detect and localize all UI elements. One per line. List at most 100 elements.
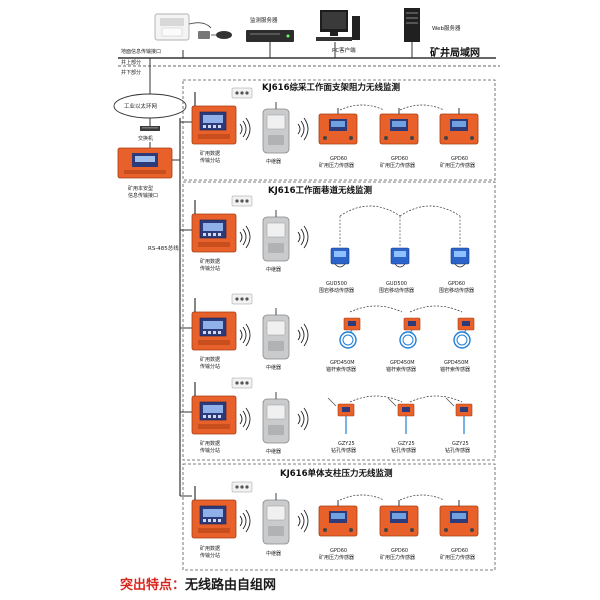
s1-station [191,91,237,145]
s1-s1-model: GPD60 [330,156,347,162]
s3-wave-1 [239,509,251,533]
s3-s3-label: 矿用压力传感器 [440,554,475,561]
s2c-sensor-2 [387,397,415,435]
s1-relay [262,101,290,154]
s3-minibox [231,481,253,493]
s3-s2-label: 矿用压力传感器 [380,554,415,561]
s2c-relay-label: 中继器 [266,448,281,455]
s1-s2-label: 矿用压力传感器 [380,162,415,169]
mine-lan-label: 矿井局域网 [430,46,480,59]
s2a-relay-label: 中继器 [266,266,281,273]
web-server-label: Web服务器 [432,24,461,32]
s2b-sensor-2 [399,317,421,349]
s2a-sensor-1 [330,247,350,268]
s2c-s1-model: GZY25 [338,441,355,447]
s3-sensor-3 [439,499,479,537]
ground-interface-device [154,13,232,41]
s3-station [191,485,237,539]
s3-station-label-2: 传输分站 [200,552,220,559]
s2c-station [191,381,237,435]
section-1-box [182,79,496,181]
s2b-sensor-1 [339,317,361,349]
s2b-station-label-2: 传输分站 [200,363,220,370]
s2a-arc-2 [399,205,461,217]
s1-station-label-1: 矿用数据 [200,150,220,157]
s2a-relay [262,209,290,262]
s2b-s2-model: GPD450M [390,360,415,366]
s2a-station-label-2: 传输分站 [200,265,220,272]
feature-key: 突出特点： [120,578,186,593]
s3-sensor-2 [379,499,419,537]
pc-client-label: PC客户端 [332,46,356,54]
s1-s1-label: 矿用压力传感器 [319,162,354,169]
above-ground-label: 井上部分 [121,59,141,66]
s2b-wave-1 [239,323,251,347]
s1-wave-2 [297,117,309,141]
s2b-s1-label: 锚杆索传感器 [326,366,356,373]
s1-s2-model: GPD60 [391,156,408,162]
s1-sensor-2 [379,107,419,145]
s1-s3-label: 矿用压力传感器 [440,162,475,169]
s2b-wave-2 [297,323,309,347]
section-2-title: KJ616工作面巷道无线监测 [268,185,372,196]
s2c-station-label-1: 矿用数据 [200,440,220,447]
s2a-sensor-3 [450,247,470,268]
s2c-sensor-3 [445,397,473,435]
mine-interface-label-1: 矿用本安型 [128,185,153,192]
s2a-s3-label: 围岩移动传感器 [439,287,474,294]
s3-relay-label: 中继器 [266,550,281,557]
s2b-minibox [231,293,253,305]
s2b-sensor-3 [453,317,475,349]
s3-station-label-1: 矿用数据 [200,545,220,552]
s2c-wave-1 [239,407,251,431]
s2c-minibox [231,377,253,389]
switch-label: 交换机 [138,135,153,142]
s2a-wave-1 [239,225,251,249]
s2b-s2-label: 锚杆索传感器 [386,366,416,373]
s2b-station-label-1: 矿用数据 [200,356,220,363]
web-server-icon [404,8,420,42]
s2c-relay [262,391,290,444]
s2a-arc-1 [339,205,401,217]
s3-arc-1 [339,494,385,501]
s1-sensor-3 [439,107,479,145]
s2b-relay [262,307,290,360]
s1-s3-model: GPD60 [451,156,468,162]
s3-relay [262,492,290,545]
switch-icon [140,126,160,131]
below-ground-label: 井下部分 [121,69,141,76]
s2c-s2-label: 钻孔传感器 [391,447,416,454]
s3-s2-model: GPD60 [391,548,408,554]
s3-wave-2 [297,509,309,533]
s2a-station-label-1: 矿用数据 [200,258,220,265]
ring-network-label: 工业以太环网 [124,102,158,110]
pc-client-icon [316,10,360,41]
monitor-server-label: 监测服务器 [250,16,278,24]
s2c-station-label-2: 传输分站 [200,447,220,454]
s2b-relay-label: 中继器 [266,364,281,371]
s1-station-label-2: 传输分站 [200,157,220,164]
s2c-arc-1 [349,395,403,403]
s2c-sensor-1 [327,397,355,435]
s2b-station [191,297,237,351]
s3-sensor-1 [318,499,358,537]
s2c-arc-2 [409,395,463,403]
mine-interface-device [117,147,173,179]
section-1-title: KJ616综采工作面支架阻力无线监测 [262,82,400,93]
rs485-label: RS-485总线 [148,244,179,252]
ground-interface-label: 地面信息传输接口 [121,48,161,55]
s1-relay-label: 中继器 [266,158,281,165]
s2b-s1-model: GPD450M [330,360,355,366]
s2c-wave-2 [297,407,309,431]
s2b-s3-label: 锚杆索传感器 [440,366,470,373]
section-3-box [182,463,496,571]
s2b-s3-model: GPD450M [444,360,469,366]
section-3-title: KJ616单体支柱压力无线监测 [280,468,393,479]
s1-wave-1 [239,117,251,141]
s2c-s1-label: 钻孔传感器 [331,447,356,454]
s1-arc-2 [399,104,445,111]
s1-sensor-1 [318,107,358,145]
s1-minibox [231,87,253,99]
s2a-s2-model: GUD500 [386,281,407,287]
